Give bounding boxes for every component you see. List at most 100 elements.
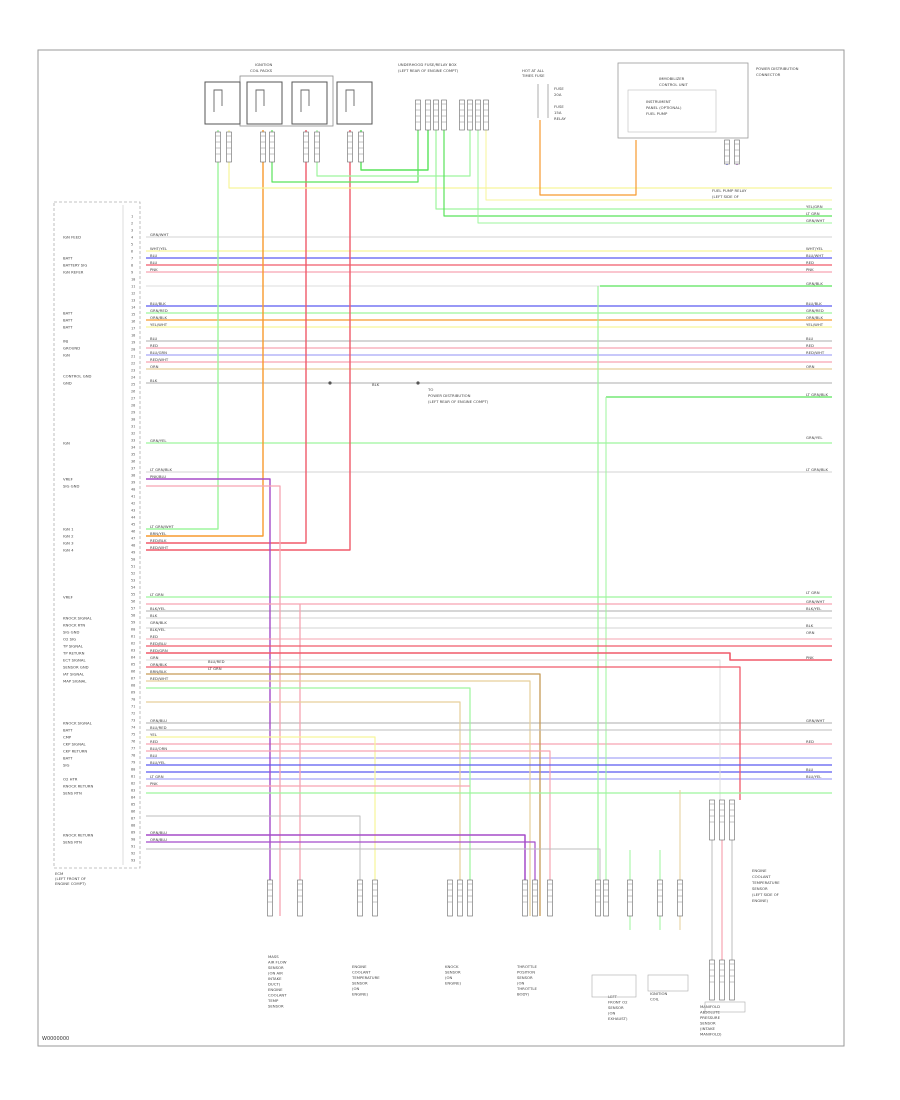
wire-code-33: RED/WHT	[150, 676, 169, 681]
ecm-pin-90: 90	[131, 837, 135, 841]
right-label-5: RED	[806, 260, 814, 265]
ecm-label-10: CONTROL GND	[63, 374, 92, 379]
caption-a-0: MASS	[268, 954, 279, 959]
right-label-27: BLU	[806, 767, 814, 772]
ground-note-2: POWER DISTRIBUTION	[428, 393, 471, 398]
ecm-pin-18: 18	[131, 333, 135, 337]
wire-code-11: BLU/GRN	[150, 350, 167, 355]
hot-fuse-block: HOT AT ALL TIMES FUSE FUSE 20A FUSE 15A …	[521, 68, 567, 121]
right-label-10: ORN/BLK	[806, 315, 823, 320]
caption-c-3: ENGINE)	[445, 981, 462, 986]
pd-connector-1	[734, 139, 740, 165]
wire-code-8: YEL/WHT	[150, 322, 168, 327]
right-label-7: GRN/BLK	[806, 281, 823, 286]
right-bottom-note: ENGINE COOLANT TEMPERATURE SENSOR (LEFT …	[751, 868, 780, 903]
ecm-pin-68: 68	[131, 683, 135, 687]
wire-code-42: PNK	[150, 781, 158, 786]
ecm-label-31: BATT	[63, 728, 73, 733]
ecm-pin-12: 12	[131, 291, 135, 295]
ecm-pin-38: 38	[131, 473, 135, 477]
ecm-label-9: IGN	[63, 353, 70, 358]
relay-connector-4	[459, 99, 465, 131]
immobilizer-inner	[627, 89, 717, 133]
ecm-pin-56: 56	[131, 599, 135, 603]
caption-g-2: PRESSURE	[700, 1015, 721, 1020]
immobilizer-inner-1: INSTRUMENT	[646, 99, 672, 104]
ecm-pin-69: 69	[131, 690, 135, 694]
ecm-pin-11: 11	[131, 284, 135, 288]
caption-b-4: (ON	[352, 986, 359, 991]
wire-674	[146, 673, 541, 916]
top-connector-2	[260, 131, 266, 163]
map-frame	[704, 1001, 746, 1013]
ecm-pin-51: 51	[131, 564, 135, 568]
bottom-connector-11	[603, 879, 609, 917]
wire-relay-1	[435, 120, 832, 210]
relay-connector-2	[433, 99, 439, 131]
ecm-pin-61: 61	[131, 634, 135, 638]
ecm-pin-49: 49	[131, 550, 135, 554]
wire-coil1	[146, 130, 219, 530]
right-label-8: BLU/BLK	[806, 301, 822, 306]
bottom-connector-12	[627, 879, 633, 917]
ecm-pin-72: 72	[131, 711, 135, 715]
right-label-6: PNK	[806, 267, 814, 272]
fuse-note-1: FUSE	[554, 86, 564, 91]
ecm-label-13: VREF	[63, 477, 73, 482]
wire-code-39: BLU	[150, 753, 158, 758]
ecm-pin-15: 15	[131, 312, 135, 316]
ecm-pin-83: 83	[131, 788, 135, 792]
ecm-pin-41: 41	[131, 494, 135, 498]
bottom-connector-10	[595, 879, 601, 917]
immobilizer-box	[617, 62, 749, 139]
ecm-pin-47: 47	[131, 536, 135, 540]
bottom-connector-1	[297, 879, 303, 917]
ecm-label-34: CKP RETURN	[63, 749, 87, 754]
right-connector-a-2	[729, 799, 735, 841]
wire-fuse-1	[539, 120, 637, 196]
ecm-pin-59: 59	[131, 620, 135, 624]
ignition-coil-1	[204, 81, 241, 125]
ecm-pin-53: 53	[131, 578, 135, 582]
right-label-18: LT GRN/BLK	[806, 467, 829, 472]
wire-code-21: RED/WHT	[150, 545, 169, 550]
wire-code-28: RED/BLU	[150, 641, 167, 646]
diagram-code: W0000000	[42, 1036, 69, 1042]
right-connector-b-2	[729, 959, 735, 1001]
bottom-connector-0	[267, 879, 273, 917]
wire-code-34: ORN/BLU	[150, 718, 167, 723]
caption-a-9: SENSOR	[268, 1004, 284, 1009]
ecm-pin-10: 10	[131, 277, 135, 281]
ecm-label-12: IGN	[63, 441, 70, 446]
mid-note-1: BLU/RED	[208, 659, 225, 664]
ecm-label-11: GND	[63, 381, 72, 386]
ecm-pin-91: 91	[131, 844, 135, 848]
wire-code-9: BLU	[150, 336, 158, 341]
ecm-pin-45: 45	[131, 522, 135, 526]
right-label-11: YEL/WHT	[806, 322, 824, 327]
ecm-label-23: O2 SIG	[63, 637, 76, 642]
ecm-pin-28: 28	[131, 403, 135, 407]
ecm-pin-31: 31	[131, 424, 135, 428]
ecm-label-17: IGN 3	[63, 541, 74, 546]
wire-660	[146, 659, 721, 800]
ecm-label-35: BATT	[63, 756, 73, 761]
wire-relay-3	[477, 120, 832, 224]
ground-splice-1	[328, 381, 332, 385]
ecm-label-37: O2 HTR	[63, 777, 78, 782]
ecm-pin-21: 21	[131, 354, 135, 358]
fuse-note-4: 15A	[554, 110, 562, 115]
ecm-pin-82: 82	[131, 781, 135, 785]
caption-b-5: ENGINE)	[352, 992, 369, 997]
right-label-22: BLK	[806, 623, 814, 628]
ecm-label-5: BATT	[63, 318, 73, 323]
ecm-pin-27: 27	[131, 396, 135, 400]
bottom-connector-4	[447, 879, 453, 917]
ecm-pin-16: 16	[131, 319, 135, 323]
caption-f-0: IGNITION	[650, 991, 667, 996]
right-label-14: RED/WHT	[806, 350, 825, 355]
wire-code-38: BLU/ORN	[150, 746, 167, 751]
